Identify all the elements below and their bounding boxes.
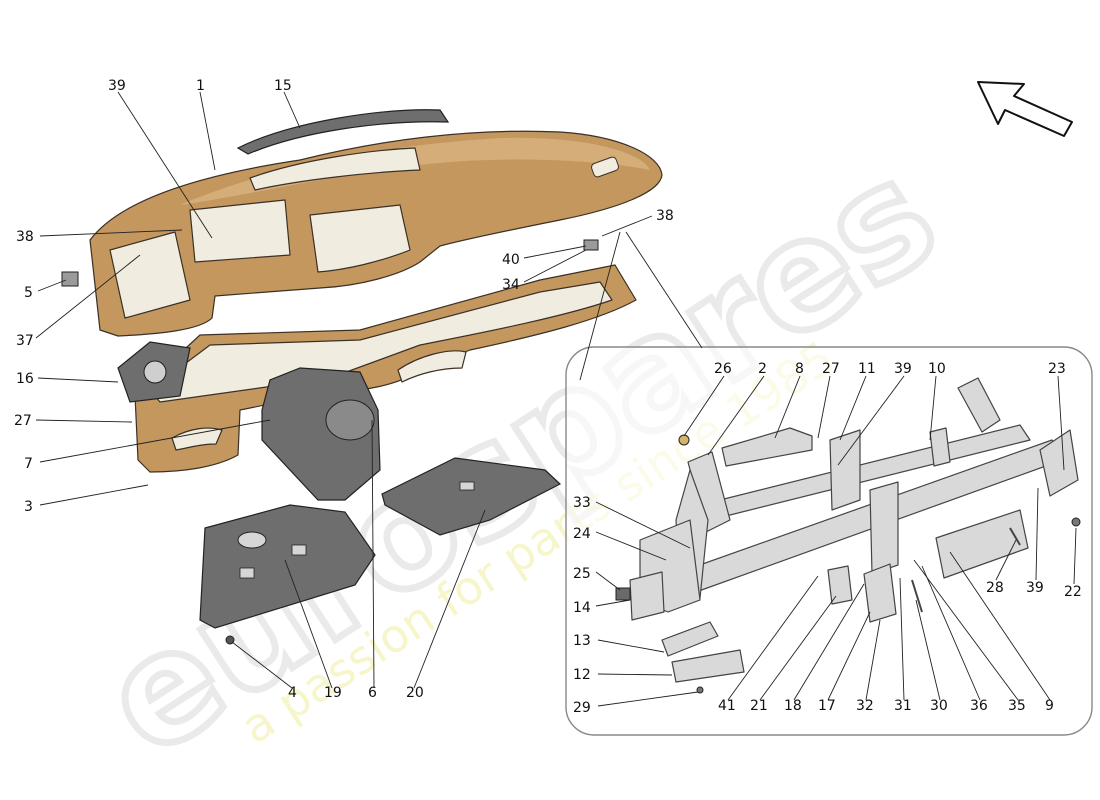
callout-2: 2: [758, 361, 767, 377]
callout-7: 7: [24, 456, 33, 472]
callout-24: 24: [573, 526, 591, 542]
callout-11: 11: [858, 361, 876, 377]
callout-39: 39: [108, 78, 126, 94]
knee-vent: [171, 427, 223, 451]
dashboard-top-surface: [180, 137, 650, 205]
callout-37: 37: [16, 333, 34, 349]
inset-connector-right: [625, 231, 703, 349]
glovebox-handle: [397, 350, 467, 383]
callout-5: 5: [24, 285, 33, 301]
callout-38: 38: [16, 229, 34, 245]
direction-arrow-icon: [977, 81, 1073, 137]
display-cover-part: [236, 109, 450, 155]
callout-35: 35: [1008, 698, 1026, 714]
callout-21: 21: [750, 698, 768, 714]
inset-connector-left: [579, 231, 621, 381]
callout-25: 25: [573, 566, 591, 582]
right-cutout: [309, 204, 411, 273]
callout-16: 16: [16, 371, 34, 387]
callout-22: 22: [1064, 584, 1082, 600]
callout-31: 31: [894, 698, 912, 714]
bracket-plate-part: [117, 341, 191, 403]
callout-17: 17: [818, 698, 836, 714]
callout-30: 30: [930, 698, 948, 714]
callout-29: 29: [573, 700, 591, 716]
crossmember-inset: [565, 231, 1093, 736]
crossmember-part: [615, 377, 1081, 694]
lower-dashboard-part: [134, 264, 637, 473]
callout-labels: 39 1 15 38 5 37 16 27 7 3 38 40 34 4 19 …: [14, 78, 1082, 716]
center-cutout: [189, 199, 291, 263]
callout-33: 33: [573, 495, 591, 511]
callout-32: 32: [856, 698, 874, 714]
callout-20: 20: [406, 685, 424, 701]
callout-13: 13: [573, 633, 591, 649]
dashboard-upper-part: [89, 130, 663, 337]
callout-26: 26: [714, 361, 732, 377]
callout-28: 28: [986, 580, 1004, 596]
lower-right-cover-part: [381, 457, 562, 536]
instrument-opening: [249, 147, 421, 191]
callout-41: 41: [718, 698, 736, 714]
callout-8: 8: [795, 361, 804, 377]
callout-39-lower: 39: [1026, 580, 1044, 596]
callout-27-inset: 27: [822, 361, 840, 377]
lower-dashboard-inner: [149, 281, 613, 403]
callout-36: 36: [970, 698, 988, 714]
callout-10: 10: [928, 361, 946, 377]
callout-18: 18: [784, 698, 802, 714]
passenger-vent: [591, 156, 619, 178]
callout-34: 34: [502, 277, 520, 293]
callout-14: 14: [573, 600, 591, 616]
steering-column-cover-part: [261, 367, 381, 501]
callout-38-right: 38: [656, 208, 674, 224]
callout-27: 27: [14, 413, 32, 429]
callout-6: 6: [368, 685, 377, 701]
callout-15: 15: [274, 78, 292, 94]
small-bracket-part: [583, 239, 599, 251]
callout-40: 40: [502, 252, 520, 268]
callout-1: 1: [196, 78, 205, 94]
callout-12: 12: [573, 667, 591, 683]
callout-39-inset: 39: [894, 361, 912, 377]
callout-3: 3: [24, 499, 33, 515]
leader-lines: [35, 91, 1077, 707]
callout-9: 9: [1045, 698, 1054, 714]
callout-4: 4: [288, 685, 297, 701]
callout-19: 19: [324, 685, 342, 701]
clip-part: [61, 271, 79, 287]
callout-23: 23: [1048, 361, 1066, 377]
left-cutout: [109, 231, 191, 319]
